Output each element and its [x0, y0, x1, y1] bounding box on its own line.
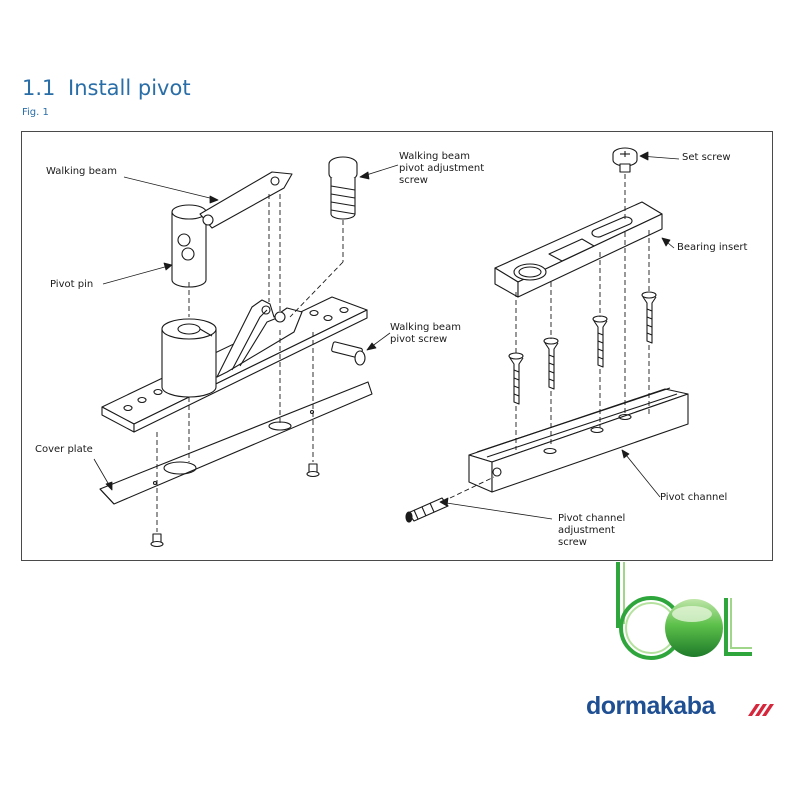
callout-line-1: Walking beam [399, 151, 470, 162]
figure-label: Fig. 1 [22, 107, 49, 118]
callout-line-3: screw [558, 537, 587, 548]
callout-pivot-channel-adjustment-screw: Pivot channel adjustment screw [558, 513, 625, 549]
callout-line-2: pivot screw [390, 334, 448, 345]
pivot-boss-drawing [161, 318, 217, 398]
pivot-channel-adjustment-screw-drawing [405, 497, 449, 523]
bearing-insert-drawing [494, 201, 663, 298]
section-heading: 1.1 Install pivot [22, 76, 191, 100]
section-title: Install pivot [68, 76, 191, 100]
callout-cover-plate: Cover plate [35, 444, 93, 455]
walking-beam-adjustment-screw-drawing [328, 156, 358, 220]
leader-lines [93, 151, 680, 520]
callout-line-1: Pivot channel [558, 513, 626, 524]
walking-beam-pivot-screw-drawing [331, 341, 366, 366]
right-assembly-lines [449, 174, 650, 499]
pivot-assembly-illustration [93, 147, 689, 548]
countersunk-screws-drawing [508, 291, 657, 405]
arm-bracket-drawing [216, 299, 303, 378]
callout-line-2: pivot adjustment [399, 163, 485, 174]
set-screw-drawing [612, 147, 638, 173]
brand-name: dormakaba [586, 692, 715, 720]
callout-line-3: screw [399, 175, 428, 186]
left-assembly-lines [156, 194, 344, 532]
callout-line-1: Walking beam [390, 322, 461, 333]
callout-pivot-channel: Pivot channel [660, 492, 728, 503]
pivot-channel-drawing [468, 387, 689, 493]
bal-logo [616, 562, 752, 660]
walking-beam-drawing [199, 171, 293, 229]
base-screws-drawing [150, 463, 320, 548]
callout-bearing-insert: Bearing insert [677, 242, 748, 253]
callout-walking-beam-adjustment-screw: Walking beam pivot adjustment screw [399, 151, 484, 187]
callout-set-screw: Set screw [682, 152, 731, 163]
pivot-pin-drawing [171, 204, 207, 288]
callout-line-2: adjustment [558, 525, 615, 536]
section-number: 1.1 [22, 76, 56, 100]
callout-walking-beam-pivot-screw: Walking beam pivot screw [390, 322, 461, 346]
dormakaba-mark-icon [748, 704, 774, 716]
figure-frame: Walking beam Walking beam pivot adjustme… [21, 131, 773, 561]
callout-walking-beam: Walking beam [46, 166, 117, 177]
callout-pivot-pin: Pivot pin [50, 279, 94, 290]
